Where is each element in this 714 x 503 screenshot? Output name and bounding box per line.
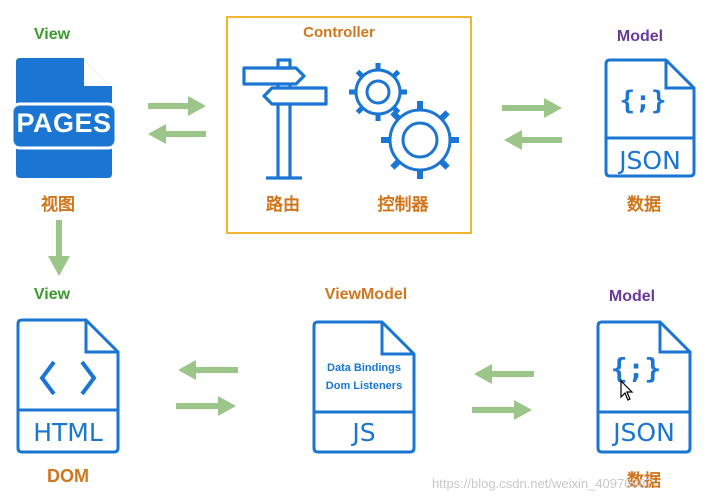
json-document-icon-bottom [596, 320, 692, 454]
mouse-cursor-icon [620, 379, 634, 401]
top-view-title: View [33, 26, 71, 43]
dom-caption: DOM [47, 466, 89, 486]
viewmodel-title: ViewModel [324, 286, 408, 303]
html-document-icon [16, 318, 120, 454]
controller-title: Controller [303, 24, 375, 41]
watermark-text: https://blog.csdn.net/weixin_40970987 [432, 476, 654, 491]
view-controller-arrows [148, 96, 206, 144]
bottom-model-title: Model [608, 288, 656, 305]
html-doc-label: HTML [33, 418, 103, 447]
bottom-model-caption: 数据 [627, 471, 661, 490]
json-doc-label: JSON [619, 146, 681, 175]
js-line1: Data Bindings [327, 362, 401, 374]
json-document-icon [604, 58, 696, 178]
controller-model-arrows [502, 98, 562, 150]
dom-viewmodel-arrows [176, 360, 238, 416]
controller-caption: 控制器 [377, 195, 429, 214]
pages-document-icon [10, 58, 118, 178]
top-model-caption: 数据 [627, 195, 661, 214]
js-doc-label: JS [352, 418, 376, 447]
gears-icon [349, 63, 459, 179]
signpost-icon [242, 58, 328, 180]
router-caption: 路由 [266, 195, 300, 214]
viewmodel-model-arrows [472, 364, 534, 420]
top-model-title: Model [616, 28, 664, 45]
js-document-icon [312, 320, 416, 454]
top-view-caption: 视图 [41, 195, 75, 214]
json-doc-label-bottom: JSON [613, 418, 675, 447]
view-down-arrow [48, 220, 70, 276]
pages-doc-label: PAGES [16, 108, 112, 138]
bottom-view-title: View [33, 286, 71, 303]
js-line2: Dom Listeners [325, 380, 403, 392]
json-brace-label: {;} [619, 86, 667, 116]
controller-box [226, 16, 472, 234]
json-brace-label-bottom: {;} [610, 352, 662, 385]
